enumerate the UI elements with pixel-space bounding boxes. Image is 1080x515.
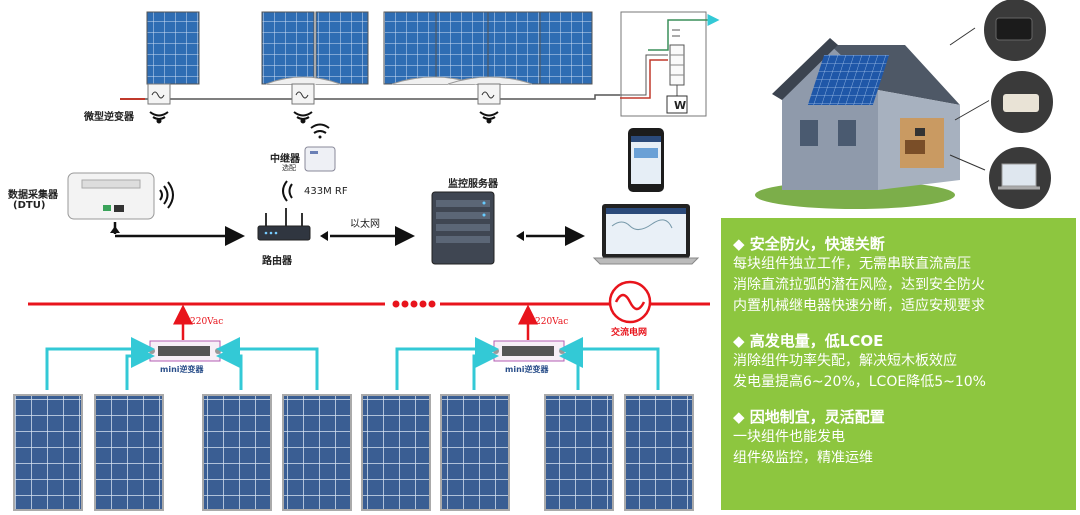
voltage-label-left: 220Vac: [190, 317, 224, 327]
solar-panel: [487, 11, 541, 85]
router-device: [257, 208, 311, 241]
feature-line: 一块组件也能发电: [733, 429, 845, 445]
repeater-sub-label: 选配: [282, 164, 296, 172]
ac-grid-icon: [608, 280, 652, 324]
solar-panel: [544, 394, 614, 511]
mini-inverter-left: [149, 340, 221, 362]
meter-label: W: [674, 99, 687, 112]
wireless-icon: [293, 111, 313, 124]
feature-title-flexible: ◆ 因地制宜，灵活配置: [733, 408, 885, 426]
micro-inverter-label: 微型逆变器: [84, 112, 134, 123]
distribution-box: [620, 11, 720, 117]
feature-line: 发电量提高6~20%，LCOE降低5~10%: [733, 374, 986, 390]
feature-line: 内置机械继电器快速分断，适应安规要求: [733, 298, 985, 314]
rf-signal-icon: [282, 180, 293, 202]
ac-bus-line: [120, 94, 620, 100]
feature-line: 消除组件功率失配，解决短木板效应: [733, 353, 957, 369]
router-label: 路由器: [262, 256, 292, 267]
feature-title-yield: ◆ 高发电量，低LCOE: [733, 332, 884, 350]
solar-panel: [361, 394, 431, 511]
mini-inverter-label-left: mini逆变器: [160, 365, 204, 374]
house-callouts: [949, 0, 1055, 211]
phone-device: [628, 128, 664, 192]
house-illustration: [755, 38, 960, 209]
feature-line: 每块组件独立工作，无需串联直流高压: [733, 256, 971, 272]
dtu-label: 数据采集器: [8, 190, 58, 201]
micro-inverter-device: [147, 83, 171, 105]
dc-cables-right: [395, 337, 660, 390]
solar-panel: [261, 11, 315, 85]
solar-panel: [440, 394, 510, 511]
repeater-label: 中继器: [270, 154, 300, 165]
dc-cables-left: [45, 337, 319, 390]
solar-panel: [202, 394, 272, 511]
feature-title-safety: ◆ 安全防火，快速关断: [733, 235, 885, 253]
grid-label: 交流电网: [611, 328, 648, 338]
mini-inverter-right: [493, 340, 565, 362]
solar-panel: [435, 11, 489, 85]
dtu-router-link: [113, 222, 240, 236]
solar-panel: [624, 394, 694, 511]
server-label: 监控服务器: [448, 179, 498, 190]
solar-panel: [13, 394, 83, 511]
wireless-icon: [479, 111, 499, 124]
bottom-solar-array: [13, 394, 694, 511]
ellipsis-dots: [392, 300, 436, 308]
dtu-sub-label: (DTU): [13, 200, 46, 211]
voltage-label-right: 220Vac: [535, 317, 569, 327]
repeater-device: [304, 123, 336, 172]
laptop-device: [592, 204, 700, 265]
wireless-icon: [149, 111, 169, 124]
micro-inverter-device: [391, 76, 533, 105]
solar-panel: [383, 11, 437, 85]
micro-inverter-device: [265, 76, 341, 105]
top-solar-array: [146, 11, 593, 85]
solar-panel: [94, 394, 164, 511]
solar-panel: [539, 11, 593, 85]
solar-panel: [282, 394, 352, 511]
feature-line: 组件级监控，精准运维: [733, 450, 873, 466]
mini-inverter-label-right: mini逆变器: [505, 365, 549, 374]
solar-panel: [146, 11, 200, 85]
dtu-device: [67, 172, 174, 220]
server-device: [431, 191, 495, 265]
solar-panel: [315, 11, 369, 85]
features-panel: ◆ 安全防火，快速关断 每块组件独立工作，无需串联直流高压 消除直流拉弧的潜在风…: [721, 218, 1076, 510]
ethernet-label: 以太网: [350, 219, 380, 230]
feature-line: 消除直流拉弧的潜在风险，达到安全防火: [733, 277, 985, 293]
rf-label: 433M RF: [304, 186, 348, 197]
